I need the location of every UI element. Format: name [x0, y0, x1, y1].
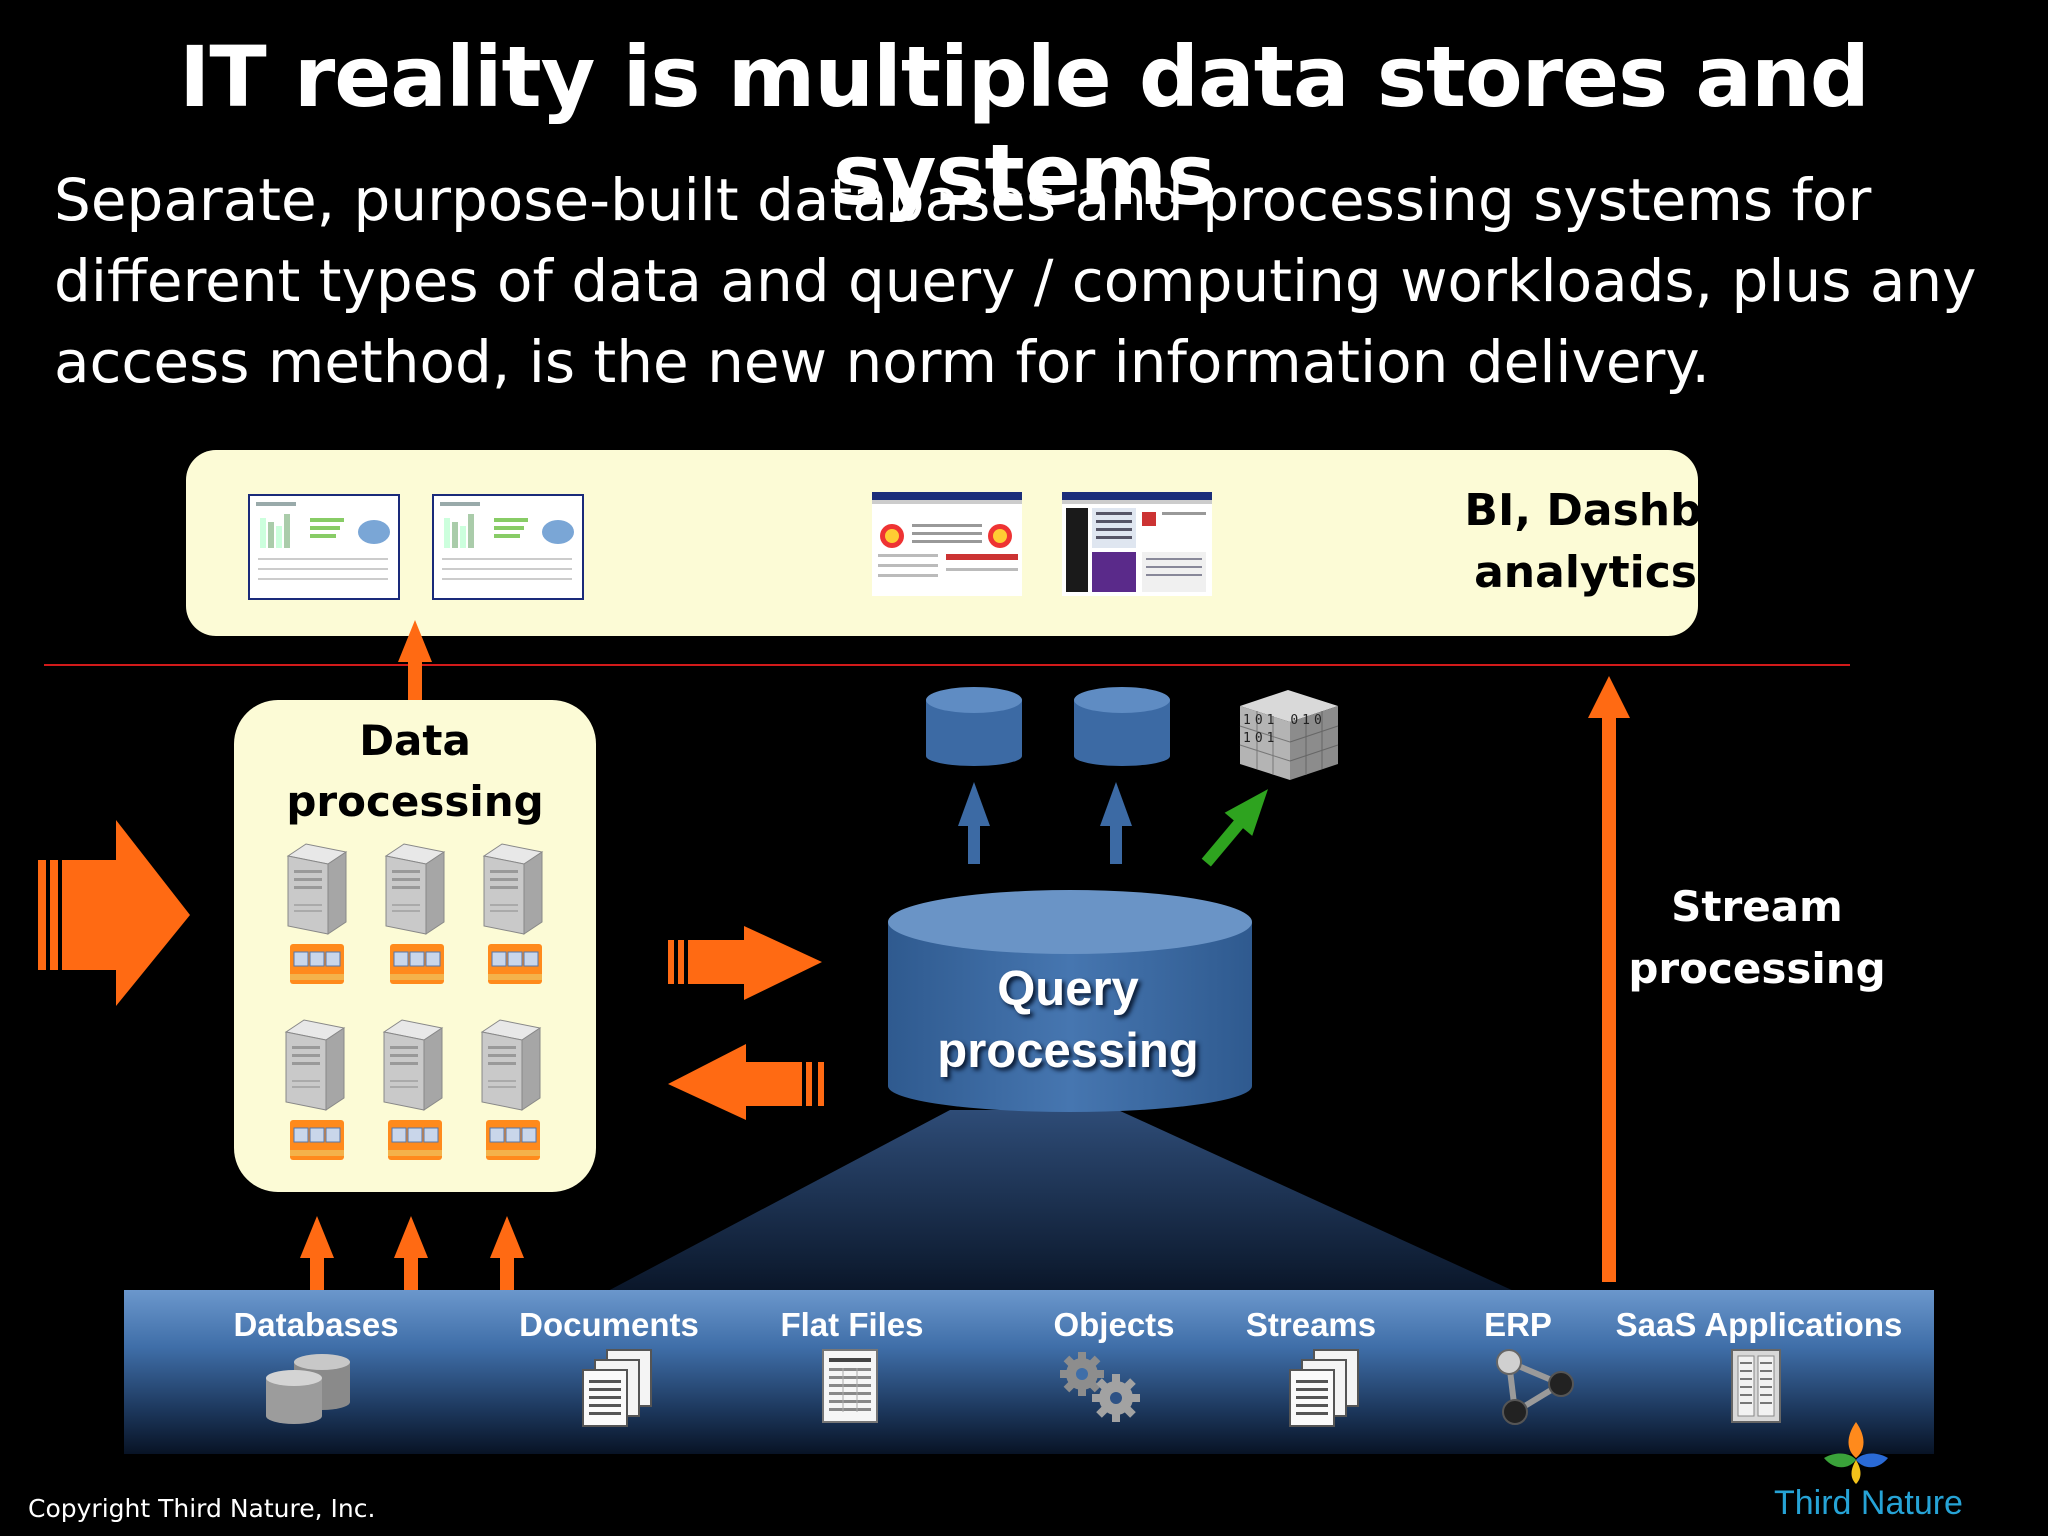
storage-icon — [387, 1119, 443, 1161]
network-icon — [1485, 1348, 1579, 1434]
server-icon — [285, 1019, 345, 1111]
arrow-stream-processing — [1588, 676, 1630, 1282]
dashboard-thumbnail-1 — [248, 494, 400, 600]
third-nature-logo-icon — [1820, 1420, 1892, 1490]
binary-cube-icon — [1239, 690, 1339, 780]
storage-icon — [289, 1119, 345, 1161]
source-label-documents: Documents — [519, 1306, 699, 1343]
server-icon — [385, 843, 445, 935]
source-label-erp: ERP — [1484, 1306, 1552, 1343]
storage-icon — [485, 1119, 541, 1161]
arrow-from-query-processing — [668, 1044, 824, 1120]
query-label-line1: Query — [997, 962, 1139, 1016]
database-cylinder-2 — [1074, 687, 1170, 766]
dp-label-line1: Data — [359, 716, 471, 765]
arrow-query-to-db-2 — [1100, 782, 1132, 864]
divider-line — [44, 664, 1850, 666]
copyright-text: Copyright Third Nature, Inc. — [28, 1494, 376, 1523]
bi-dashboards-label: BI, Dashboards, analytics, apps — [1441, 480, 1881, 604]
documents-icon — [581, 1348, 657, 1434]
source-label-saas-applications: SaaS Applications — [1615, 1306, 1903, 1343]
server-icon — [287, 843, 347, 935]
arrow-source-to-dp-2 — [394, 1216, 428, 1292]
flat-file-icon — [821, 1348, 879, 1428]
bi-label-line1: BI, Dashboards, — [1464, 485, 1858, 536]
data-processing-panel: Data processing — [234, 700, 596, 1192]
storage-icon — [389, 943, 445, 985]
server-icon — [481, 1019, 541, 1111]
server-icon — [383, 1019, 443, 1111]
query-label-line2: processing — [937, 1024, 1199, 1078]
server-rack-icon — [1730, 1348, 1782, 1428]
query-processing-label: Query processing — [888, 958, 1248, 1082]
slide-title: IT reality is multiple data stores and s… — [179, 28, 1870, 224]
slide-subtitle: Separate, purpose-built databases and pr… — [54, 166, 1977, 396]
source-label-flat-files: Flat Files — [780, 1306, 924, 1343]
server-icon — [483, 843, 543, 935]
source-label-databases: Databases — [233, 1306, 399, 1343]
stream-label-line1: Stream — [1671, 882, 1843, 931]
query-processing-cylinder — [888, 890, 1252, 1112]
source-label-streams: Streams — [1245, 1306, 1377, 1343]
data-processing-label: Data processing — [234, 710, 596, 832]
arrow-inbound-large — [38, 820, 190, 1006]
storage-icon — [289, 943, 345, 985]
dashboard-thumbnail-2 — [432, 494, 584, 600]
arrow-source-to-dp-1 — [300, 1216, 334, 1292]
query-cone — [606, 1110, 1516, 1292]
documents-icon — [1288, 1348, 1364, 1434]
dp-label-line2: processing — [286, 777, 544, 826]
stream-label-line2: processing — [1628, 944, 1886, 993]
gears-icon — [1052, 1348, 1148, 1428]
dashboard-thumbnail-3 — [872, 492, 1022, 596]
arrow-data-processing-to-bi — [398, 620, 432, 702]
database-icon — [260, 1348, 360, 1432]
dashboard-thumbnail-4 — [1062, 492, 1212, 596]
storage-icon — [487, 943, 543, 985]
third-nature-logo-text: Third Nature — [1774, 1484, 1963, 1522]
data-sources-bar: Databases Documents Flat Files — [124, 1290, 1934, 1454]
database-cylinder-1 — [926, 687, 1022, 766]
arrow-query-to-cube — [1201, 789, 1268, 867]
arrow-to-query-processing — [668, 926, 822, 1000]
bi-dashboards-panel: BI, Dashboards, analytics, apps — [186, 450, 1858, 636]
arrow-source-to-dp-3 — [490, 1216, 524, 1292]
arrow-query-to-db-1 — [958, 782, 990, 864]
server-grid — [285, 843, 543, 1161]
bi-label-line2: analytics, apps — [1474, 547, 1848, 598]
source-label-objects: Objects — [1053, 1306, 1175, 1343]
stream-processing-label: Stream processing — [1612, 876, 1902, 1000]
